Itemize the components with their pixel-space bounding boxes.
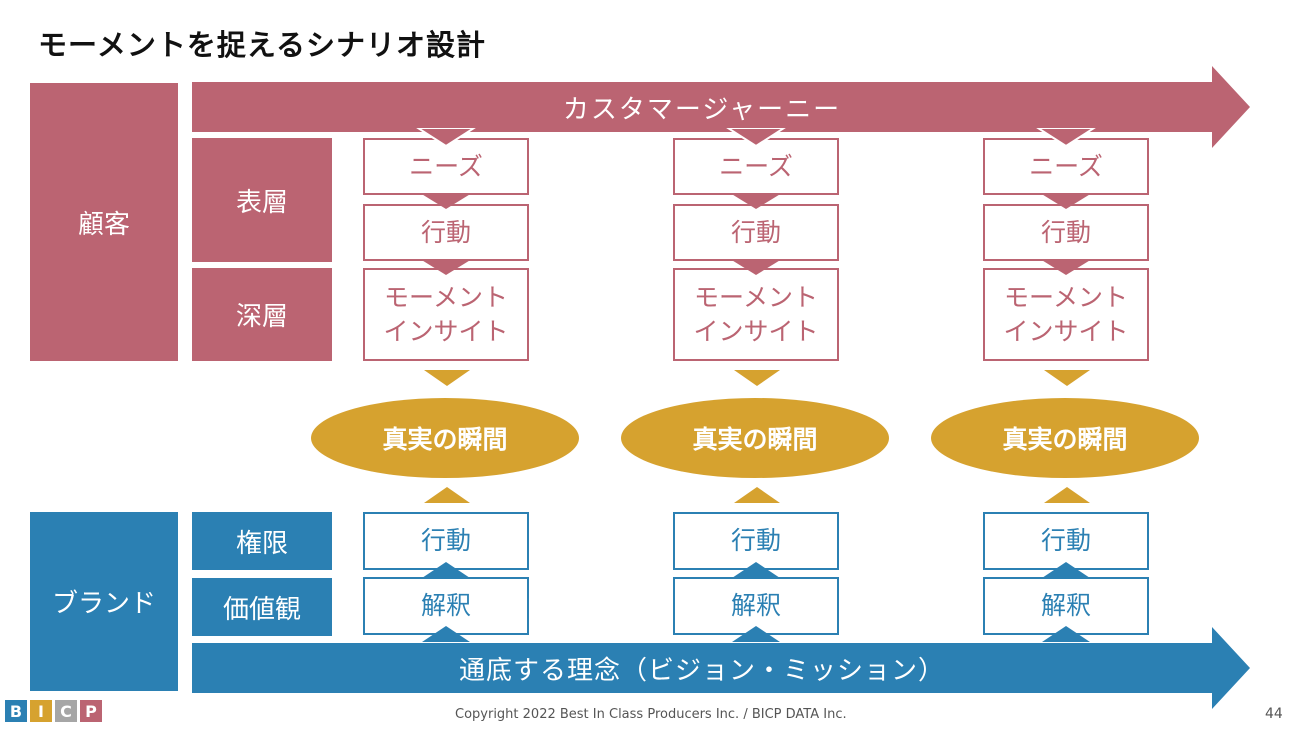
brand-step-action: 行動 <box>363 512 529 570</box>
step-action: 行動 <box>363 204 529 261</box>
step-action: 行動 <box>983 204 1149 261</box>
arrow-up-icon <box>1042 562 1090 578</box>
philosophy-label: 通底する理念（ビジョン・ミッション） <box>458 655 945 686</box>
logo-letter-b: B <box>5 700 27 722</box>
layer-authority-label: 権限 <box>235 528 288 559</box>
copyright-text: Copyright 2022 Best In Class Producers I… <box>455 707 847 722</box>
step-needs: ニーズ <box>363 138 529 195</box>
arrow-up-icon <box>732 562 780 578</box>
arrow-down-icon <box>734 370 780 386</box>
brand-block: ブランド <box>30 512 178 691</box>
arrow-down-icon <box>1044 370 1090 386</box>
arrow-up-icon <box>1044 487 1090 503</box>
step-action: 行動 <box>673 204 839 261</box>
layer-deep-label: 深層 <box>235 302 288 332</box>
arrow-up-icon <box>732 626 780 642</box>
logo-letter-c: C <box>55 700 77 722</box>
layer-values-label: 価値観 <box>222 594 301 625</box>
arrow-down-icon <box>420 193 472 209</box>
step-moment-insight: モーメント インサイト <box>363 268 529 361</box>
layer-authority: 権限 <box>192 512 332 570</box>
brand-step-action: 行動 <box>983 512 1149 570</box>
arrow-down-icon <box>1040 259 1092 275</box>
customer-journey-label: カスタマージャーニー <box>562 94 842 125</box>
customer-block: 顧客 <box>30 83 178 361</box>
page-number: 44 <box>1265 706 1283 722</box>
brand-label: ブランド <box>51 589 156 619</box>
arrow-down-icon <box>1040 193 1092 209</box>
arrow-up-icon <box>422 562 470 578</box>
logo-letter-p: P <box>80 700 102 722</box>
arrow-up-icon <box>424 487 470 503</box>
customer-label: 顧客 <box>77 209 130 240</box>
brand-step-action: 行動 <box>673 512 839 570</box>
arrow-down-icon <box>1036 128 1096 148</box>
step-moment-insight: モーメント インサイト <box>983 268 1149 361</box>
moment-of-truth: 真実の瞬間 <box>621 398 889 478</box>
arrow-down-icon <box>420 259 472 275</box>
arrow-down-icon <box>730 193 782 209</box>
moment-of-truth: 真実の瞬間 <box>311 398 579 478</box>
layer-surface: 表層 <box>192 138 332 262</box>
arrow-down-icon <box>416 128 476 148</box>
arrow-up-icon <box>734 487 780 503</box>
arrow-down-icon <box>424 370 470 386</box>
layer-values: 価値観 <box>192 578 332 636</box>
page-title: モーメントを捉えるシナリオ設計 <box>38 28 486 62</box>
arrow-up-icon <box>422 626 470 642</box>
moment-of-truth: 真実の瞬間 <box>931 398 1199 478</box>
step-needs: ニーズ <box>983 138 1149 195</box>
layer-deep: 深層 <box>192 268 332 361</box>
step-moment-insight: モーメント インサイト <box>673 268 839 361</box>
brand-step-interpretation: 解釈 <box>983 577 1149 635</box>
step-needs: ニーズ <box>673 138 839 195</box>
layer-surface-label: 表層 <box>235 187 288 218</box>
arrow-down-icon <box>730 259 782 275</box>
arrow-down-icon <box>726 128 786 148</box>
philosophy-arrow: 通底する理念（ビジョン・ミッション） <box>192 627 1250 709</box>
logo-letter-i: I <box>30 700 52 722</box>
arrow-up-icon <box>1042 626 1090 642</box>
